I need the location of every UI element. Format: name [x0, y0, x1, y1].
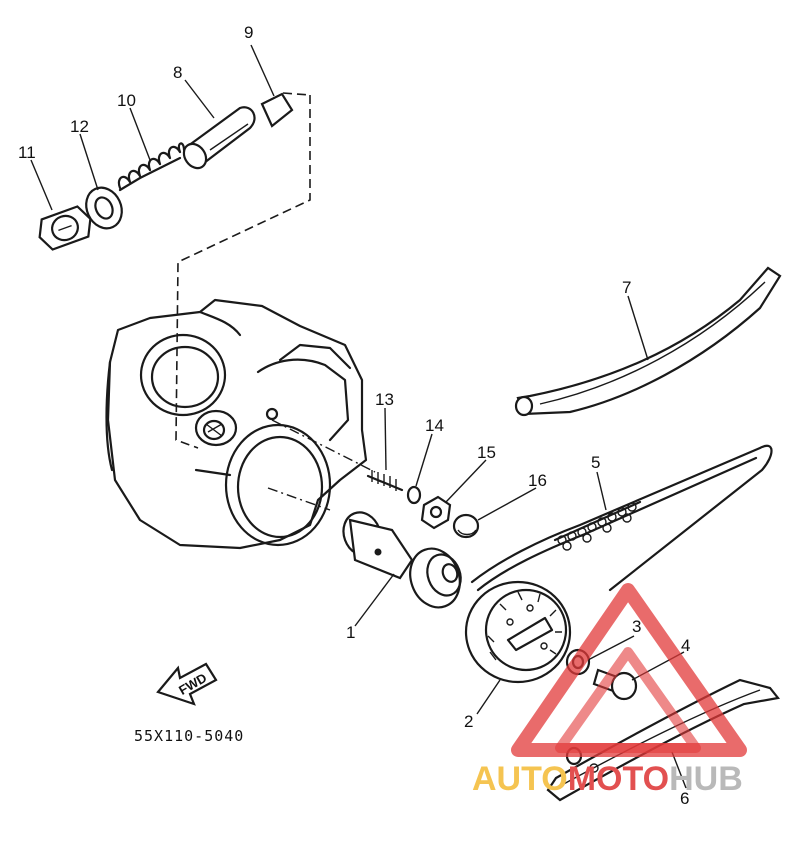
watermark-triangle-inner	[555, 647, 701, 753]
sprocket-part-2	[464, 580, 572, 684]
o-ring-part-14	[406, 485, 422, 505]
part-label-5: 5	[591, 453, 600, 472]
watermark: AUTOMOTOHUB	[472, 583, 747, 798]
part-label-4: 4	[681, 636, 690, 655]
part-label-7: 7	[622, 278, 631, 297]
nut-part-15	[420, 495, 452, 530]
part-labels: 9 8 10 12 11 7 13 14 15 16 5 1 3 4 2 6	[18, 23, 690, 808]
watermark-hub: HUB	[669, 760, 743, 798]
watermark-moto: MOTO	[568, 760, 669, 798]
part-label-9: 9	[244, 23, 253, 42]
guide-lines	[175, 92, 376, 511]
cap-part-16	[452, 513, 480, 539]
chain-links	[557, 502, 637, 551]
part-label-10: 10	[117, 91, 136, 110]
washer-part-12	[85, 186, 123, 230]
forward-direction-arrow: FWD	[156, 662, 218, 706]
bolt-part-13	[366, 470, 404, 492]
cap-part-9	[260, 92, 294, 128]
part-label-15: 15	[477, 443, 496, 462]
part-label-8: 8	[173, 63, 182, 82]
part-label-1: 1	[346, 623, 355, 642]
part-label-16: 16	[528, 471, 547, 490]
tensioner-rod-part-8	[182, 106, 256, 170]
spring-part-10	[117, 142, 186, 192]
engine-case	[105, 298, 368, 550]
part-label-3: 3	[632, 617, 641, 636]
part-label-6: 6	[680, 789, 689, 808]
watermark-auto: AUTO	[472, 760, 568, 798]
cam-chain-part-5	[470, 444, 773, 592]
part-label-12: 12	[70, 117, 89, 136]
leader-lines	[30, 44, 687, 789]
part-label-2: 2	[464, 712, 473, 731]
part-label-11: 11	[18, 143, 36, 162]
camshaft-part-1	[342, 511, 462, 609]
cap-bolt-part-11	[38, 205, 92, 251]
chain-guide-part-7	[514, 266, 782, 417]
part-label-14: 14	[425, 416, 444, 435]
part-label-13: 13	[375, 390, 394, 409]
watermark-text: AUTOMOTOHUB	[472, 760, 743, 798]
diagram-code: 55X110-5040	[134, 727, 244, 745]
